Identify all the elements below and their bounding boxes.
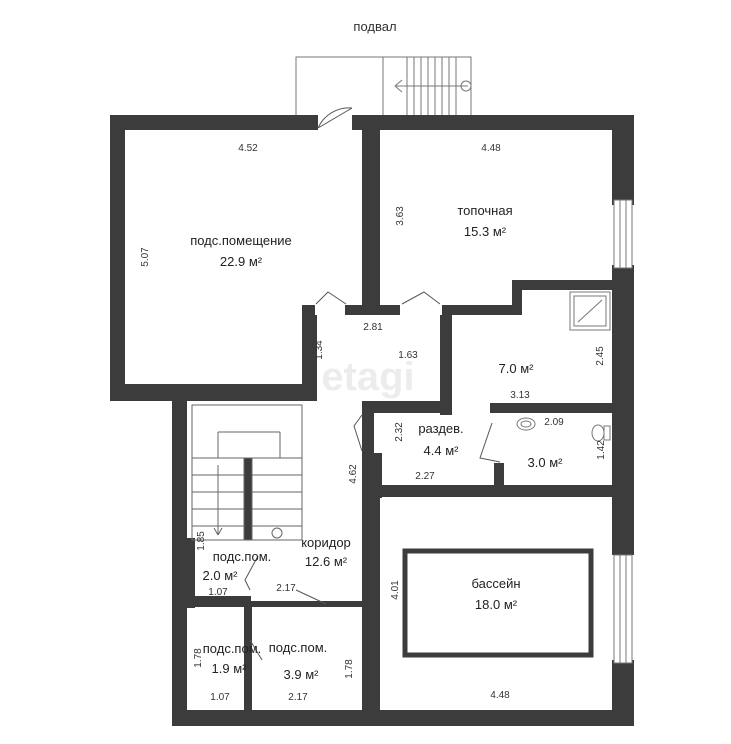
storage-a-area: 2.0 м²	[203, 568, 239, 583]
dim-storage-b-width: 1.07	[210, 692, 230, 703]
dim-storage-c-height: 1.78	[344, 659, 355, 679]
dim-pool-width: 4.48	[490, 690, 510, 701]
pool-name: бассейн	[471, 576, 520, 591]
fixtures	[516, 291, 611, 442]
changing-name: раздев.	[418, 421, 463, 436]
storage-main-area: 22.9 м²	[220, 254, 263, 269]
storage-main-name: подс.помещение	[190, 233, 292, 248]
dim-storage-main-height: 5.07	[140, 247, 151, 267]
dim-hall-inner: 1.63	[398, 350, 418, 361]
windows	[613, 199, 633, 664]
dim-changing-width: 2.27	[415, 471, 435, 482]
dim-boiler-width: 4.48	[481, 143, 501, 154]
bathroom-area: 7.0 м²	[499, 361, 535, 376]
wc-area: 3.0 м²	[528, 455, 564, 470]
corridor-area: 12.6 м²	[305, 554, 348, 569]
storage-c-name: подс.пом.	[269, 640, 328, 655]
doors	[244, 107, 504, 661]
boiler-area: 15.3 м²	[464, 224, 507, 239]
dim-bathroom-width: 3.13	[510, 390, 530, 401]
dim-hall-width: 2.81	[363, 322, 383, 333]
pool-area: 18.0 м²	[475, 597, 518, 612]
dim-storage-a-height: 1.85	[196, 531, 207, 551]
interior-stairs	[191, 404, 303, 541]
boiler-name: топочная	[457, 203, 512, 218]
storage-c-area: 3.9 м²	[284, 667, 320, 682]
dim-wc-width: 2.09	[544, 417, 564, 428]
dim-storage-main-width: 4.52	[238, 143, 258, 154]
dim-corridor-bottom: 2.17	[276, 583, 296, 594]
dim-pool-height: 4.01	[390, 580, 401, 600]
dim-storage-c-width: 2.17	[288, 692, 308, 703]
dim-changing-height: 2.32	[394, 422, 405, 442]
dim-bathroom-height: 2.45	[595, 346, 606, 366]
pool-basin	[402, 548, 594, 658]
storage-a-name: подс.пом.	[213, 549, 272, 564]
dim-boiler-height: 3.63	[395, 206, 406, 226]
dim-storage-b-height: 1.78	[193, 648, 204, 668]
changing-area: 4.4 м²	[424, 443, 460, 458]
walls	[110, 115, 634, 726]
dim-wc-height: 1.42	[596, 440, 607, 460]
storage-b-area: 1.9 м²	[212, 661, 248, 676]
dim-storage-a-width: 1.07	[208, 587, 228, 598]
dim-hall-height: 1.34	[314, 340, 325, 360]
corridor-name: коридор	[301, 535, 351, 550]
dim-corridor-height: 4.62	[348, 464, 359, 484]
floor-title: подвал	[353, 19, 396, 34]
storage-b-name: подс.пом.	[203, 641, 262, 656]
watermark: etagi	[321, 355, 414, 399]
